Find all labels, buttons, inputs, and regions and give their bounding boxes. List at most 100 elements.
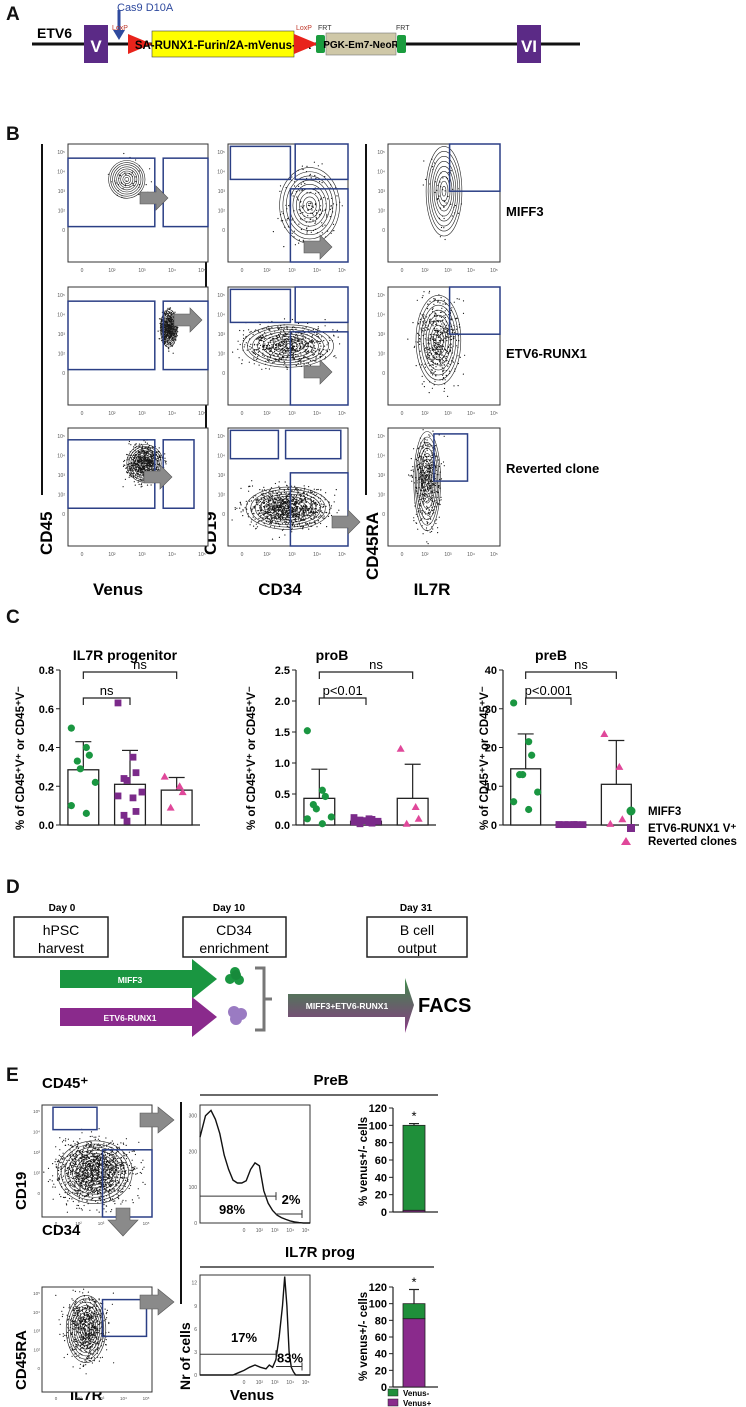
event-dot: [141, 485, 143, 487]
gate-box: [294, 286, 349, 324]
plot-frame: [67, 286, 209, 406]
event-dot: [427, 543, 429, 545]
event-dot: [300, 494, 302, 496]
event-dot: [330, 205, 332, 207]
event-dot: [307, 490, 309, 492]
event-dot: [439, 346, 441, 348]
event-dot: [98, 1144, 100, 1146]
x-tick-label: 10²: [263, 268, 271, 274]
event-dot: [284, 507, 286, 509]
x-tick-label: 0: [55, 1221, 58, 1226]
event-dot: [313, 342, 315, 344]
event-dot: [304, 183, 306, 185]
event-dot: [257, 356, 259, 358]
loxp-right-triangle-icon: [294, 34, 318, 54]
event-dot: [434, 482, 437, 484]
event-dot: [129, 454, 131, 456]
data-point-square: [579, 821, 587, 829]
event-dot: [139, 460, 141, 463]
event-dot: [283, 327, 285, 329]
event-dot: [271, 505, 273, 507]
event-dot: [427, 473, 429, 475]
event-dot: [307, 351, 309, 353]
event-dot: [308, 342, 310, 344]
bar: [396, 797, 429, 826]
event-dot: [297, 338, 299, 340]
y-tick-label: 2.0: [275, 696, 290, 708]
event-dot: [413, 517, 415, 519]
event-dot: [322, 354, 324, 356]
event-dot: [319, 500, 321, 502]
event-dot: [439, 332, 441, 334]
event-dot: [147, 451, 149, 454]
event-dot: [320, 198, 322, 201]
event-dot: [243, 337, 245, 339]
event-dot: [276, 509, 278, 511]
y-axis-label: % of CD45⁺V⁺ or CD45⁺V⁻: [479, 686, 491, 830]
event-dot: [322, 517, 324, 519]
y-tick-label: 0: [62, 512, 65, 518]
event-dot: [275, 345, 278, 347]
contour-line: [425, 475, 430, 487]
step-day: Day 10: [213, 903, 246, 914]
event-dot: [429, 513, 431, 515]
event-dot: [298, 517, 300, 519]
event-dot: [438, 330, 440, 332]
data-point-square: [120, 811, 128, 819]
event-dot: [269, 327, 271, 329]
event-dot: [278, 335, 281, 338]
event-dot: [437, 527, 439, 529]
event-dot: [308, 511, 310, 513]
event-dot: [277, 348, 279, 350]
event-dot: [277, 326, 279, 328]
event-dot: [314, 203, 316, 205]
event-dot: [95, 1152, 98, 1154]
data-point-triangle: [402, 819, 411, 827]
event-dot: [423, 486, 425, 488]
event-dot: [275, 499, 277, 501]
y-tick-label: 10²: [33, 1171, 40, 1176]
event-dot: [336, 329, 338, 331]
event-dot: [321, 512, 323, 514]
event-dot: [266, 344, 268, 347]
y-tick-label: 0: [62, 371, 65, 377]
event-dot: [270, 497, 272, 499]
gate-title: CD45⁺: [42, 1075, 88, 1092]
event-dot: [309, 345, 311, 347]
event-dot: [269, 489, 272, 491]
event-dot: [268, 347, 271, 349]
event-dot: [249, 348, 251, 350]
event-dot: [422, 460, 424, 462]
event-dot: [298, 347, 301, 349]
event-dot: [448, 370, 451, 372]
exon-vi-label: VI: [521, 37, 537, 56]
event-dot: [297, 355, 299, 357]
event-dot: [275, 516, 277, 518]
event-dot: [443, 465, 445, 467]
event-dot: [264, 348, 267, 351]
event-dot: [294, 485, 296, 487]
event-dot: [462, 300, 465, 302]
event-dot: [282, 513, 284, 515]
frt-right-box: [397, 35, 406, 53]
event-dot: [134, 484, 136, 486]
event-dot: [299, 501, 301, 503]
contour-line: [242, 324, 334, 368]
event-dot: [427, 514, 429, 516]
event-dot: [435, 491, 437, 493]
event-dot: [76, 1207, 78, 1209]
event-dot: [243, 346, 245, 348]
y-tick-label: 0.0: [39, 820, 54, 832]
event-dot: [293, 498, 296, 500]
event-dot: [440, 478, 443, 480]
event-dot: [279, 500, 281, 502]
event-dot: [167, 316, 169, 318]
event-dot: [257, 330, 259, 332]
event-dot: [303, 504, 305, 506]
event-dot: [280, 492, 282, 494]
event-dot: [142, 473, 144, 476]
event-dot: [426, 479, 428, 481]
y-axis-label-cd45: CD45: [37, 512, 56, 555]
event-dot: [274, 350, 276, 353]
histogram-x-label: Venus: [230, 1387, 274, 1404]
